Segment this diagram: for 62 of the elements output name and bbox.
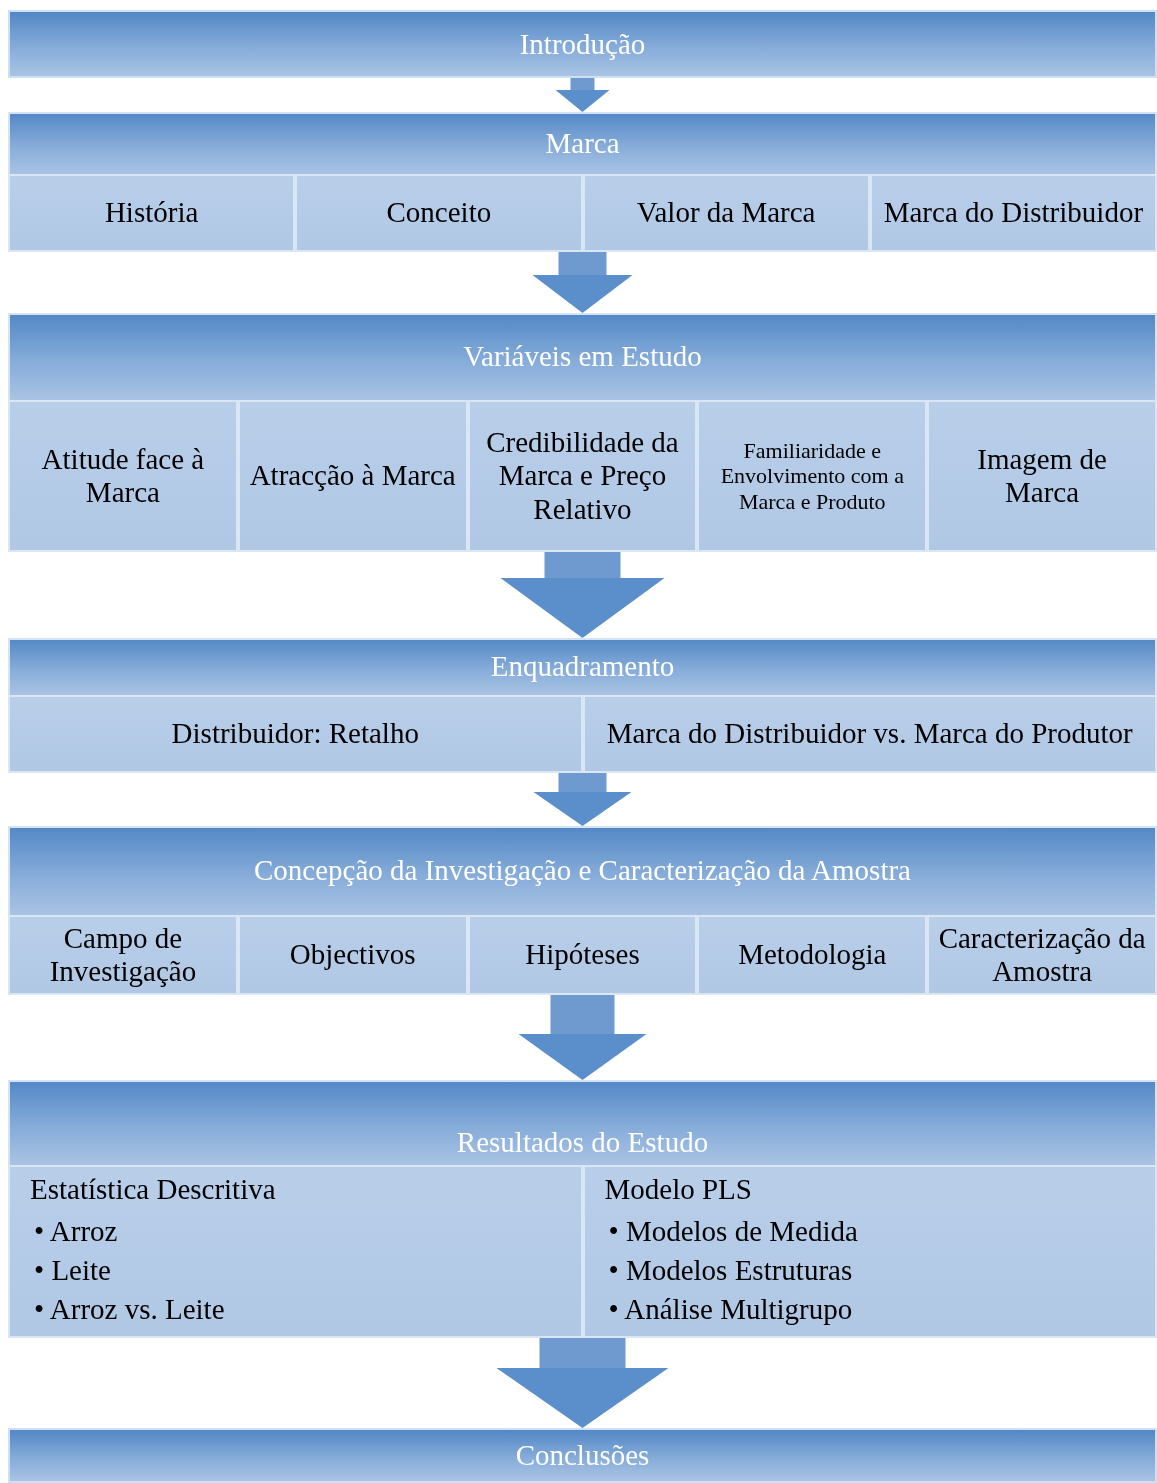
topic-box xyxy=(237,915,468,995)
down-arrow xyxy=(496,1338,669,1428)
topic-box xyxy=(467,915,698,995)
topic-label: Atitude face à Marca xyxy=(40,442,206,510)
list-heading: Modelo PLS xyxy=(604,1173,752,1206)
down-arrow xyxy=(500,552,665,638)
section-title: Variáveis em Estudo xyxy=(463,340,702,373)
topic-label: Metodologia xyxy=(738,938,887,972)
topic-box xyxy=(582,695,1157,773)
topic-box xyxy=(237,400,468,552)
topic-label: Conceito xyxy=(386,196,492,230)
section-title: Marca xyxy=(545,126,620,160)
topic-box xyxy=(8,695,583,773)
topic-box xyxy=(8,1165,583,1338)
topic-box xyxy=(582,1165,1157,1338)
topic-box xyxy=(927,915,1157,995)
topic-box xyxy=(582,174,870,252)
down-arrow xyxy=(518,995,647,1080)
section-panel xyxy=(8,112,1157,252)
section-panel xyxy=(8,638,1157,773)
section-title: Enquadramento xyxy=(490,650,675,683)
topic-label: Valor da Marca xyxy=(636,196,816,230)
section-title: Concepção da Investigação e Caracterização da Amostra xyxy=(254,854,911,887)
section-title: Introdução xyxy=(519,27,646,61)
topic-box xyxy=(8,174,296,252)
bullet-item: • Análise Multigrupo xyxy=(608,1292,854,1327)
down-arrow xyxy=(532,252,633,313)
topic-box xyxy=(927,400,1157,552)
down-arrow xyxy=(555,78,610,112)
topic-label: Imagem de Marca xyxy=(976,442,1108,510)
topic-label: História xyxy=(104,196,199,230)
bullet-item: • Modelos Estruturas xyxy=(608,1253,854,1288)
topic-box xyxy=(869,174,1157,252)
list-heading: Estatística Descritiva xyxy=(30,1173,276,1206)
topic-label: Credibilidade da Marca e Preço Relativo xyxy=(485,426,680,526)
topic-label: Objectivos xyxy=(289,938,416,972)
topic-label: Atracção à Marca xyxy=(249,459,456,493)
topic-box xyxy=(8,915,238,995)
topic-label: Campo de Investigação xyxy=(48,921,198,989)
down-arrow xyxy=(533,773,632,826)
topic-label: Familiaridade e Envolvimento com a Marca e Produto xyxy=(719,438,905,514)
topic-box xyxy=(697,400,928,552)
topic-label: Marca do Distribuidor vs. Marca do Produtor xyxy=(606,717,1133,751)
topic-label: Caracterização da Amostra xyxy=(937,921,1147,989)
bullet-item: • Arroz xyxy=(34,1214,119,1249)
topic-box xyxy=(697,915,928,995)
section-panel xyxy=(8,1080,1157,1338)
topic-box xyxy=(295,174,583,252)
section-panel xyxy=(8,313,1157,552)
topic-label: Marca do Distribuidor xyxy=(883,196,1144,230)
bullet-item: • Leite xyxy=(34,1253,112,1288)
section-title: Conclusões xyxy=(515,1439,650,1472)
section-panel xyxy=(8,826,1157,995)
topic-label: Hipóteses xyxy=(525,938,640,972)
section-title: Resultados do Estudo xyxy=(456,1126,709,1159)
topic-box xyxy=(467,400,698,552)
bullet-item: • Arroz vs. Leite xyxy=(34,1292,225,1327)
topic-box xyxy=(8,400,238,552)
topic-label: Distribuidor: Retalho xyxy=(171,717,419,751)
section-band xyxy=(8,10,1157,78)
section-band xyxy=(8,1428,1157,1483)
bullet-item: • Modelos de Medida xyxy=(608,1214,858,1249)
